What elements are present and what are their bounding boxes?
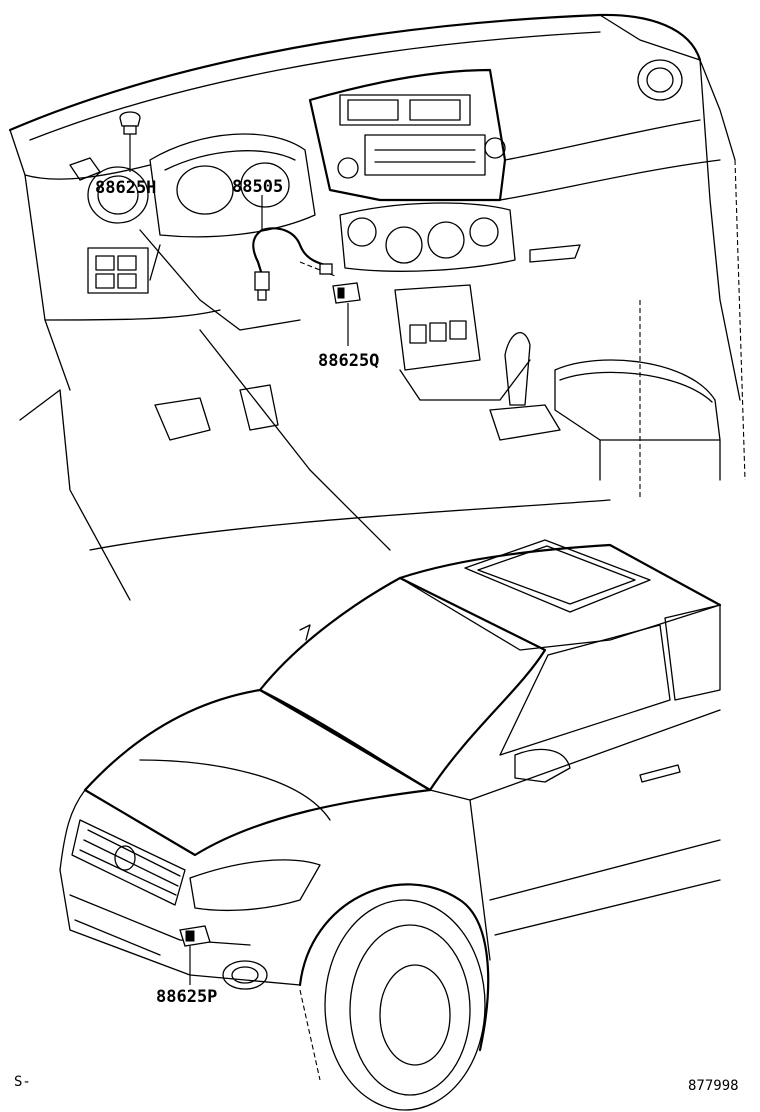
footer-figure-number: 877998 bbox=[688, 1078, 739, 1094]
callout-88625p: 88625P bbox=[156, 987, 217, 1007]
callout-88505: 88505 bbox=[232, 177, 283, 197]
footer-left-code: S- bbox=[14, 1074, 31, 1090]
part-88625p-sensor bbox=[179, 925, 211, 985]
callout-88625q: 88625Q bbox=[318, 351, 379, 371]
dashboard-illustration bbox=[8, 13, 746, 601]
callout-88625h: 88625H bbox=[95, 178, 156, 198]
part-88625q-sensor bbox=[332, 282, 361, 346]
part-88505-harness bbox=[252, 195, 336, 301]
vehicle-illustration bbox=[59, 539, 722, 1111]
part-88625h-connector bbox=[119, 111, 141, 172]
